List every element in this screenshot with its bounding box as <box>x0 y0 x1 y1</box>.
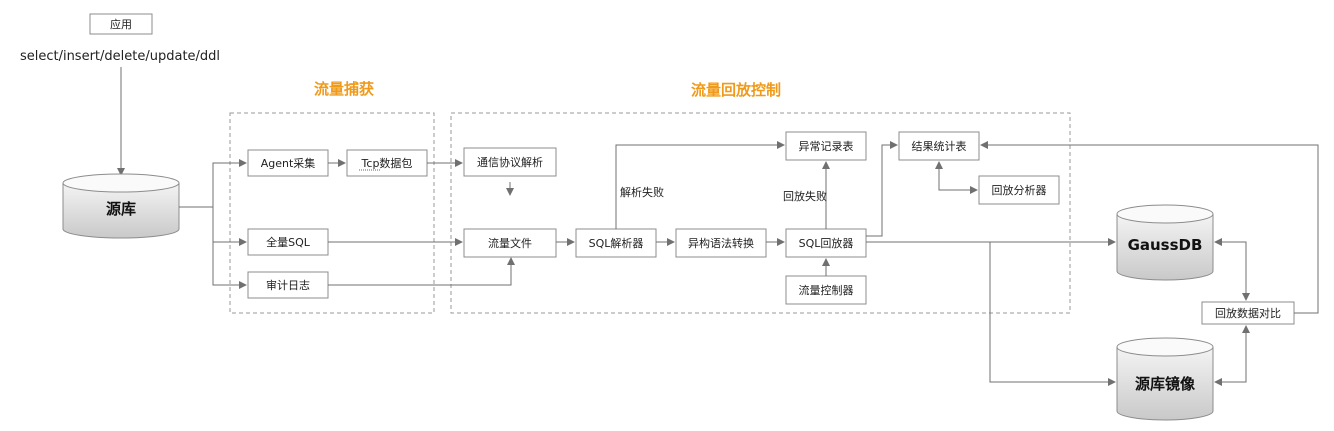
app-box: 应用 <box>89 13 153 35</box>
svg-text:回放分析器: 回放分析器 <box>992 183 1047 197</box>
gaussdb-db: GaussDB <box>1116 204 1214 281</box>
exception-table-node: 异常记录表 <box>785 131 867 161</box>
capture-group <box>229 112 435 314</box>
full-sql-node: 全量SQL <box>247 228 329 256</box>
edge-replayer-to-result <box>866 141 898 237</box>
svg-text:全量SQL: 全量SQL <box>266 235 311 249</box>
svg-text:应用: 应用 <box>110 17 132 31</box>
data-compare-node: 回放数据对比 <box>1201 301 1295 325</box>
svg-text:异构语法转换: 异构语法转换 <box>688 236 754 250</box>
edge-result-analyzer <box>935 161 978 194</box>
svg-text:SQL回放器: SQL回放器 <box>799 236 854 250</box>
gaussdb-label: GaussDB <box>1128 236 1203 254</box>
mirror-db: 源库镜像 <box>1116 337 1214 421</box>
edge-replayer-to-mirror <box>989 242 1116 386</box>
mirror-db-label: 源库镜像 <box>1135 375 1196 393</box>
svg-text:审计日志: 审计日志 <box>266 278 310 292</box>
replay-fail-label: 回放失败 <box>783 189 827 203</box>
edge-gaussdb-compare <box>1214 238 1250 301</box>
sql-operations-label: select/insert/delete/update/ddl <box>20 49 220 64</box>
replay-analyzer-node: 回放分析器 <box>978 175 1060 205</box>
agent-node: Agent采集 <box>247 149 329 177</box>
svg-text:SQL解析器: SQL解析器 <box>589 236 644 250</box>
edge-source-to-auditlog <box>212 242 247 289</box>
replay-control-group <box>450 112 1071 314</box>
svg-text:结果统计表: 结果统计表 <box>912 139 967 153</box>
audit-log-node: 审计日志 <box>247 271 329 299</box>
section-title-replay-control: 流量回放控制 <box>691 81 781 99</box>
edge-mirror-compare <box>1214 325 1250 386</box>
edge-parser-fail-to-exception <box>615 141 785 229</box>
svg-text:异常记录表: 异常记录表 <box>799 139 854 153</box>
traffic-file-node: 流量文件 <box>463 228 557 258</box>
traffic-controller-node: 流量控制器 <box>785 275 867 305</box>
svg-text:Agent采集: Agent采集 <box>261 156 316 170</box>
sql-replayer-node: SQL回放器 <box>785 228 867 258</box>
edge-source-to-agent <box>179 159 247 208</box>
source-db-label: 源库 <box>106 200 136 218</box>
source-db: 源库 <box>62 173 180 239</box>
parse-fail-label: 解析失败 <box>620 185 664 199</box>
svg-text:回放数据对比: 回放数据对比 <box>1215 306 1281 320</box>
section-title-capture: 流量捕获 <box>314 80 374 98</box>
svg-text:Tcp数据包: Tcp数据包 <box>361 156 413 170</box>
result-table-node: 结果统计表 <box>898 131 980 161</box>
edge-auditlog-to-trafficfile <box>328 257 515 286</box>
tcp-node: Tcp数据包 <box>346 149 428 177</box>
sql-parser-node: SQL解析器 <box>575 228 657 258</box>
svg-text:流量控制器: 流量控制器 <box>799 283 854 297</box>
svg-text:流量文件: 流量文件 <box>488 236 532 250</box>
protocol-node: 通信协议解析 <box>463 147 557 177</box>
svg-text:通信协议解析: 通信协议解析 <box>477 155 543 169</box>
edge-compare-to-result <box>980 141 1319 314</box>
hetero-convert-node: 异构语法转换 <box>675 228 767 258</box>
